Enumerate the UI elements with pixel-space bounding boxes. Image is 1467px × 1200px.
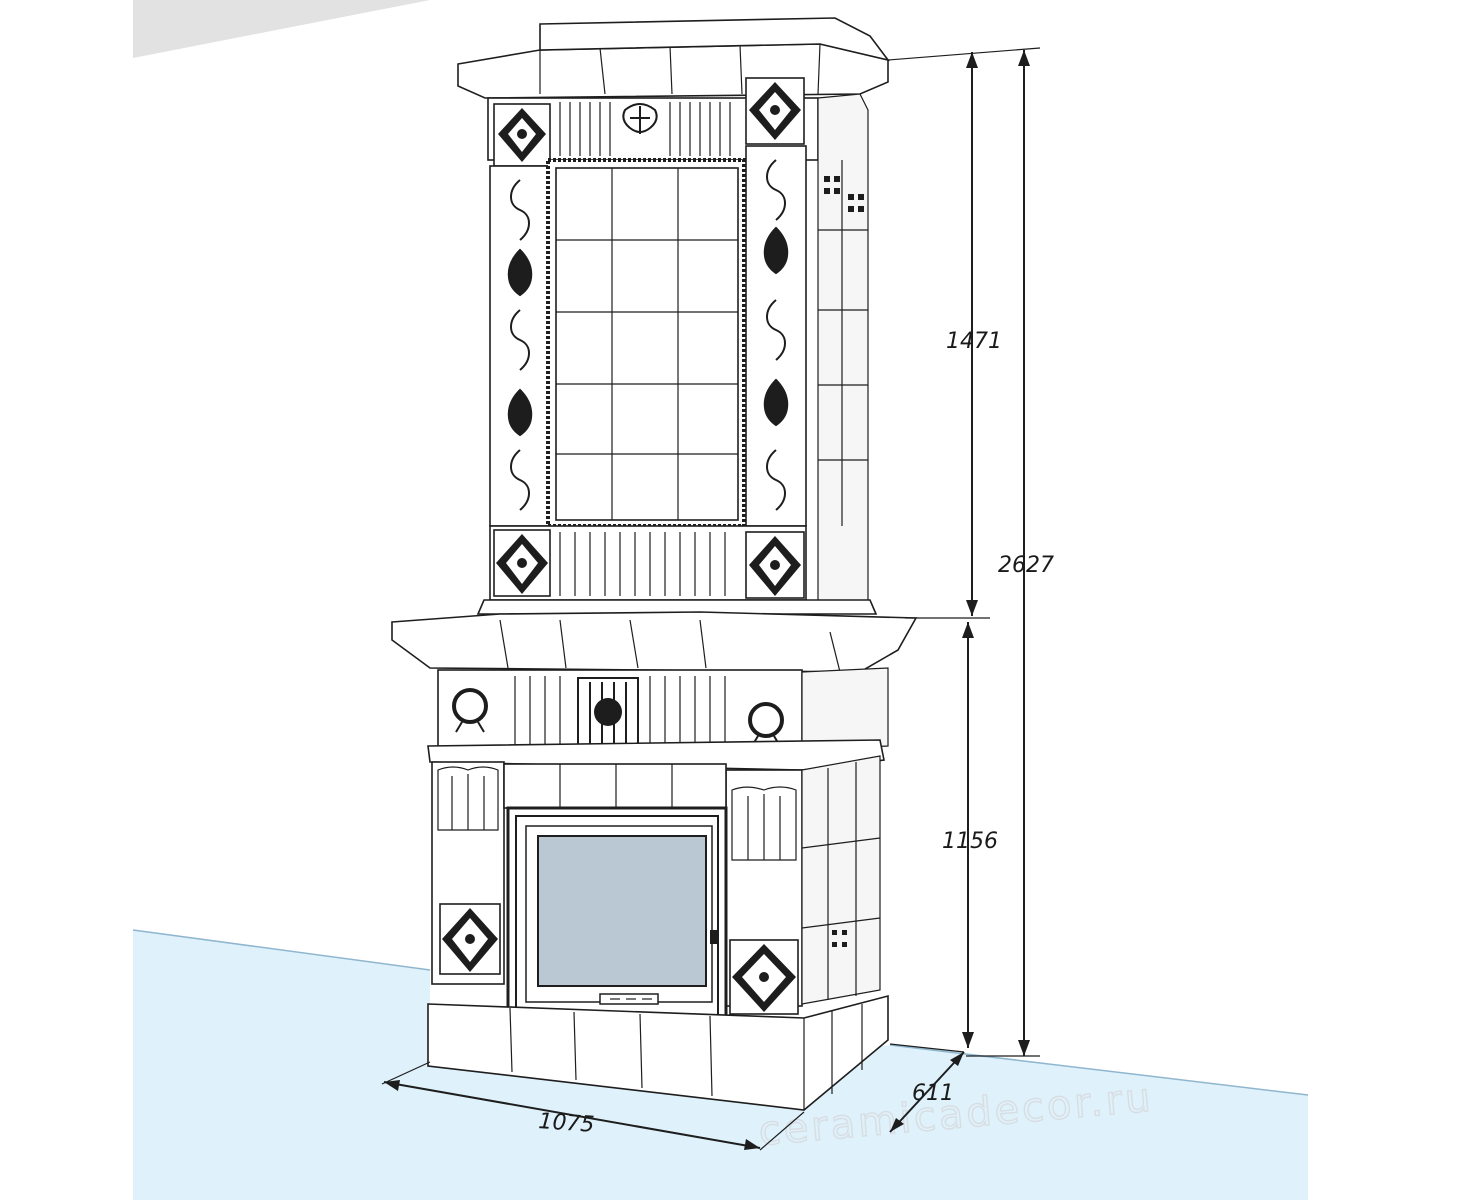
diamond-tile-top-left [493,103,551,167]
dim-label-lower: 1156 [942,829,998,854]
left-pilaster [489,165,551,527]
wreath-left-icon [452,688,488,733]
lower-side-tiles [801,762,881,1000]
diamond-tile-low-right [729,939,799,1015]
right-pilaster [745,145,807,527]
frieze-crest-icon [622,103,658,134]
diamond-tile-mid-right [745,531,805,599]
leaf-capital-left-icon [437,766,499,831]
upper-section [457,17,890,615]
floor-edge [132,929,431,971]
diamond-tile-low-left [439,903,501,975]
upper-tile-grid [555,167,739,521]
middle-cornice [391,611,918,673]
left-pilaster-ornament-icon [507,179,533,511]
ceiling-band [133,0,430,58]
door-handle-icon [710,930,718,944]
dim-label-width: 1075 [538,1109,596,1138]
vent-grille-icon [577,677,639,751]
lower-frieze-flutes [559,532,726,596]
lower-frieze-flutes-top [514,676,726,746]
dimension-lines: 1471 1156 2627 1075 611 [381,47,1054,1151]
upper-side-face [817,93,869,611]
right-pilaster-ornament-icon [763,159,789,511]
frieze-flutes [559,102,731,156]
upper-side-tiles [818,160,868,526]
dim-label-depth: 611 [912,1081,954,1106]
dim-label-upper: 1471 [946,329,1002,354]
firebox-glass [537,835,707,987]
top-cornice [457,43,889,99]
leaf-capital-right-icon [731,786,797,861]
dim-label-total: 2627 [998,553,1054,578]
floor-edge-right [889,1044,1309,1096]
diamond-tile-top-right [745,77,805,145]
dim-line-depth [889,1051,965,1133]
dim-line-width [383,1081,761,1149]
firebox-door [506,806,728,1038]
lower-section [391,611,918,1111]
diamond-tile-mid-left [493,529,551,597]
lower-side-face [801,755,881,1005]
